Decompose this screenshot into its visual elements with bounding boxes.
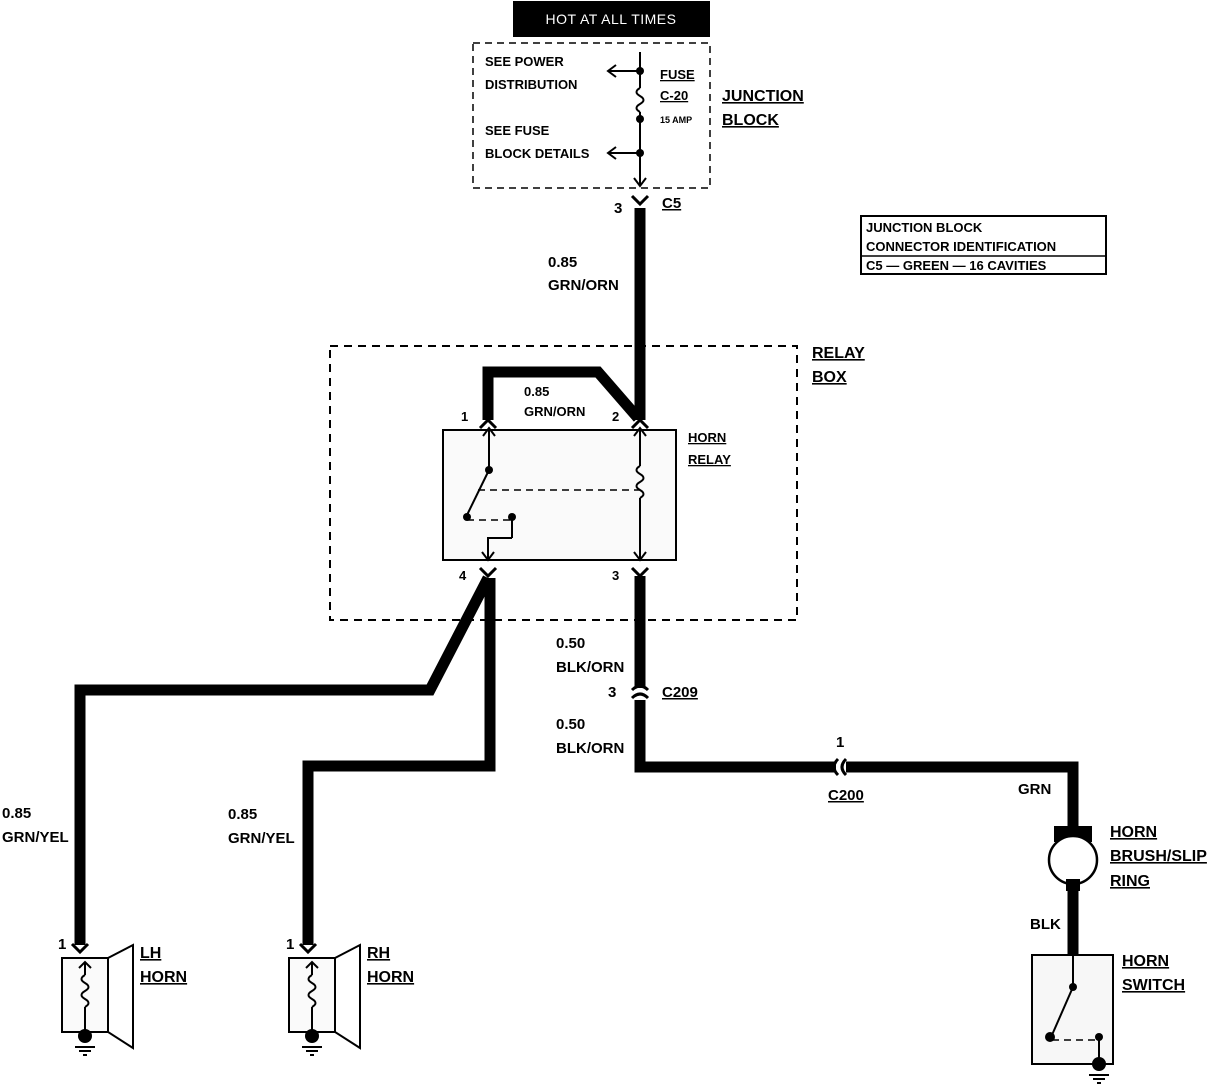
fuse-id: C-20: [660, 88, 688, 103]
lh-wire-gauge: 0.85: [2, 805, 31, 822]
c200-pin: 1: [836, 734, 844, 751]
junction-block-name1: JUNCTION: [722, 88, 804, 105]
rh-horn: 1 RH HORN: [286, 936, 414, 1056]
wire-blk-label: BLK: [1030, 916, 1061, 933]
c200-label: C200: [828, 787, 864, 804]
c5-connector: 3 C5: [614, 194, 681, 217]
see-power-line1: SEE POWER: [485, 54, 564, 69]
relay-pin-1: 1: [461, 409, 468, 424]
see-fuse-line2: BLOCK DETAILS: [485, 146, 590, 161]
relay-coil-icon: [635, 465, 645, 499]
horn-brush-slip-ring: BLK HORN BRUSH/SLIP RING: [1030, 824, 1207, 956]
horn-feed-wires: 0.85 GRN/YEL 0.85 GRN/YEL: [2, 575, 496, 945]
lh-horn-name1: LH: [140, 945, 161, 962]
rh-horn-pin: 1: [286, 936, 294, 953]
feed-wire-color: GRN/ORN: [548, 277, 619, 294]
wire-c200-gauge: 0.50: [556, 716, 585, 733]
c209-label: C209: [662, 684, 698, 701]
brush-name3: RING: [1110, 873, 1150, 890]
wire-c200-color: BLK/ORN: [556, 740, 624, 757]
lh-horn-icon: [107, 943, 134, 1050]
rh-horn-icon: [334, 943, 361, 1050]
feed-wire-gauge: 0.85: [548, 254, 577, 271]
relay-box: RELAY BOX 0.85 GRN/ORN HORN RELAY 1 2 3 …: [329, 345, 865, 621]
lh-horn-name2: HORN: [140, 969, 187, 986]
fuse-label: FUSE: [660, 67, 695, 82]
wire-grn-label: GRN: [1018, 781, 1051, 798]
wire-c209-color: BLK/ORN: [556, 659, 624, 676]
c209-pin: 3: [608, 684, 616, 701]
rh-horn-name1: RH: [367, 945, 390, 962]
lh-wire-color: GRN/YEL: [2, 829, 69, 846]
connector-id-line2: CONNECTOR IDENTIFICATION: [866, 239, 1056, 254]
lh-horn: 1 LH HORN: [58, 936, 187, 1056]
slip-ring-icon: [1047, 834, 1099, 886]
rh-wire-gauge: 0.85: [228, 806, 257, 823]
horn-relay-name2: RELAY: [688, 452, 731, 467]
horn-switch-name2: SWITCH: [1122, 977, 1185, 994]
relay-pin-4: 4: [459, 568, 467, 583]
connector-id-line3: C5 — GREEN — 16 CAVITIES: [866, 258, 1047, 273]
relay-box-name2: BOX: [812, 369, 847, 386]
see-fuse-line1: SEE FUSE: [485, 123, 550, 138]
wire-c209-gauge: 0.50: [556, 635, 585, 652]
relay-inner-wire-color: GRN/ORN: [524, 404, 585, 419]
fuse-icon: [635, 87, 645, 113]
relay-inner-wire-gauge: 0.85: [524, 384, 549, 399]
junction-block: SEE POWER DISTRIBUTION SEE FUSE BLOCK DE…: [472, 42, 804, 189]
horn-switch[interactable]: HORN SWITCH: [1031, 953, 1185, 1084]
c5-connector-label: C5: [662, 195, 681, 212]
hot-at-all-times-banner: HOT AT ALL TIMES: [513, 1, 710, 37]
relay-ground-wire: 0.50 BLK/ORN 3 C209 0.50 BLK/ORN 1 C200 …: [556, 576, 1079, 828]
connector-id-line1: JUNCTION BLOCK: [866, 220, 983, 235]
brush-name2: BRUSH/SLIP: [1110, 848, 1207, 865]
relay-box-name1: RELAY: [812, 345, 865, 362]
horn-relay: [442, 429, 677, 561]
fuse-amperage: 15 AMP: [660, 115, 692, 125]
junction-block-name2: BLOCK: [722, 112, 779, 129]
rh-wire-color: GRN/YEL: [228, 830, 295, 847]
feed-wire: 0.85 GRN/ORN: [548, 208, 646, 420]
horn-relay-name1: HORN: [688, 430, 726, 445]
lh-horn-pin: 1: [58, 936, 66, 953]
hot-at-all-times-label: HOT AT ALL TIMES: [546, 11, 677, 27]
c5-pin: 3: [614, 200, 622, 217]
see-power-line2: DISTRIBUTION: [485, 77, 577, 92]
rh-horn-name2: HORN: [367, 969, 414, 986]
brush-name1: HORN: [1110, 824, 1157, 841]
horn-switch-name1: HORN: [1122, 953, 1169, 970]
connector-id-box: JUNCTION BLOCK CONNECTOR IDENTIFICATION …: [860, 215, 1107, 275]
relay-pin-2: 2: [612, 409, 619, 424]
relay-pin-3: 3: [612, 568, 619, 583]
